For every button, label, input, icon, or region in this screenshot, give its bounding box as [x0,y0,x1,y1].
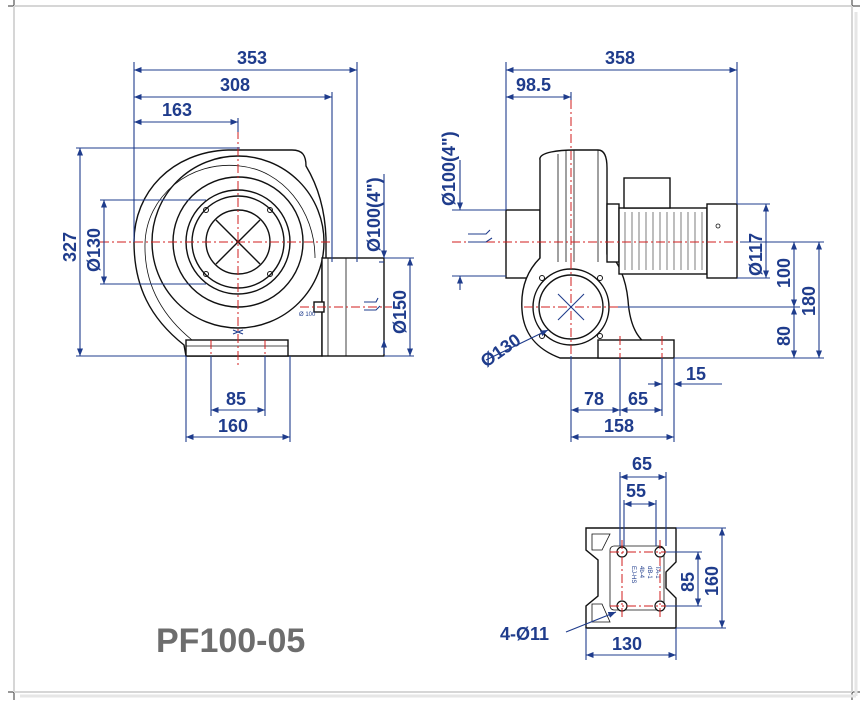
frame-border [13,5,858,698]
front-housing [133,149,327,357]
dim-327: 327 [60,232,80,262]
front-outlet-mark: Ø 100 [299,312,316,318]
side-motor-fins [624,212,703,270]
side-base [597,339,675,359]
front-housing-rim [144,164,316,341]
svg-text:EJ-HS: EJ-HS [630,566,636,583]
dim-163: 163 [162,100,192,120]
svg-text:dB-1: dB-1 [646,566,652,579]
front-view: Ø 100 [60,48,414,442]
dim-85-front: 85 [226,389,246,409]
dim-358: 358 [605,48,635,68]
dim-dia-130-front: Ø130 [84,228,104,272]
front-bolt-holes [203,207,273,277]
base-view: EJ-HS 4b-4 dB-1 TA-1 65 55 [500,454,726,660]
base-dimension-lines [565,472,726,660]
dim-160-front: 160 [218,416,248,436]
side-motor-endcap [706,203,738,279]
dim-80: 80 [774,326,794,346]
svg-text:TA-1: TA-1 [654,566,660,579]
dim-100: 100 [774,258,794,288]
dim-4-holes: 4-Ø11 [500,624,549,644]
model-title: PF100-05 [156,622,305,660]
dim-15: 15 [686,364,706,384]
dim-130-base: 130 [612,634,642,654]
dim-dia-150: Ø150 [390,290,410,334]
dim-158: 158 [604,416,634,436]
base-plate-text: EJ-HS 4b-4 dB-1 TA-1 [630,566,660,583]
side-motor-mount [606,203,620,263]
side-view: 358 98.5 Ø100(4") Ø117 100 180 80 Ø130 7… [439,48,824,442]
dim-dia-100-inlet: Ø100(4") [439,131,459,206]
side-outlet-inner [538,274,604,340]
side-motor-body [618,207,708,275]
svg-text:4b-4: 4b-4 [638,566,644,579]
dim-65-side: 65 [628,389,648,409]
dim-78: 78 [584,389,604,409]
dim-55: 55 [626,481,646,501]
dim-353: 353 [237,48,267,68]
dim-85-base: 85 [678,572,698,592]
frame-corner-marks [8,0,860,700]
side-dimension-lines [452,62,824,442]
dim-dia-117: Ø117 [746,233,766,276]
dim-dia-100-outlet: Ø100(4") [364,177,384,252]
dim-160-base: 160 [702,566,722,596]
front-dimension-lines [76,62,414,442]
dim-dia-130-side: Ø130 [477,330,525,372]
dim-98-5: 98.5 [516,75,551,95]
dim-308: 308 [220,75,250,95]
side-terminal-box [623,177,671,209]
front-base [185,339,289,357]
dim-180: 180 [799,286,819,316]
dim-65-base: 65 [632,454,652,474]
